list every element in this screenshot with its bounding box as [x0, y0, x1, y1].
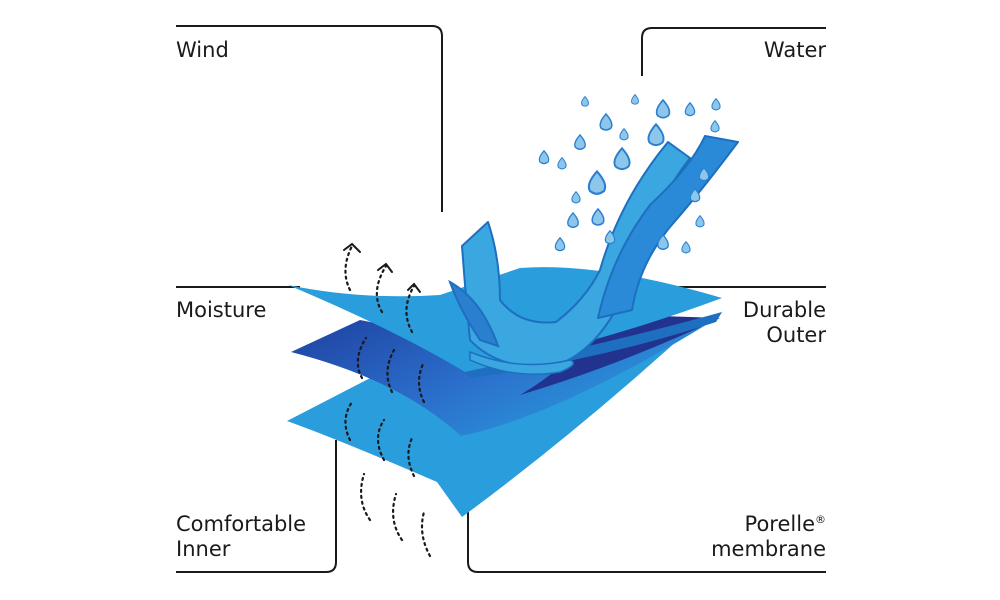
durable-outer-line2: Outer [766, 323, 826, 347]
flap-curl [469, 350, 575, 376]
comfortable-inner-callout-line [176, 440, 337, 573]
durable-outer-label: Durable Outer [743, 298, 826, 348]
comfortable-inner-line1: Comfortable [176, 512, 307, 536]
water-label: Water [763, 38, 826, 62]
flap-fold [448, 279, 500, 348]
water-drops [538, 93, 721, 254]
callout-lines [176, 25, 826, 573]
registered-mark: ® [815, 513, 826, 526]
durable-outer-line1: Durable [742, 298, 826, 322]
arrow-head-icon [407, 282, 421, 293]
vapour-arrow-heads [343, 242, 421, 293]
porelle-callout-line [467, 395, 826, 573]
comfortable-inner-line2: Inner [176, 537, 231, 561]
porelle-name: Porelle [744, 512, 815, 536]
wind-callout-line [176, 25, 443, 212]
vapour-arrows [344, 244, 432, 558]
comfortable-inner-label: Comfortable Inner [176, 512, 306, 562]
wind-label: Wind [176, 38, 229, 62]
water-callout-line [641, 27, 826, 76]
peeled-outer-flap [461, 141, 691, 369]
moisture-label: Moisture [176, 298, 267, 322]
porelle-line1: Porelle® [711, 512, 826, 537]
porelle-membrane-label: Porelle® membrane [711, 512, 826, 562]
peeled-inner-flap [597, 135, 739, 319]
arrow-head-icon [377, 262, 393, 273]
porelle-line2: membrane [711, 537, 826, 561]
arrow-head-icon [343, 242, 361, 253]
